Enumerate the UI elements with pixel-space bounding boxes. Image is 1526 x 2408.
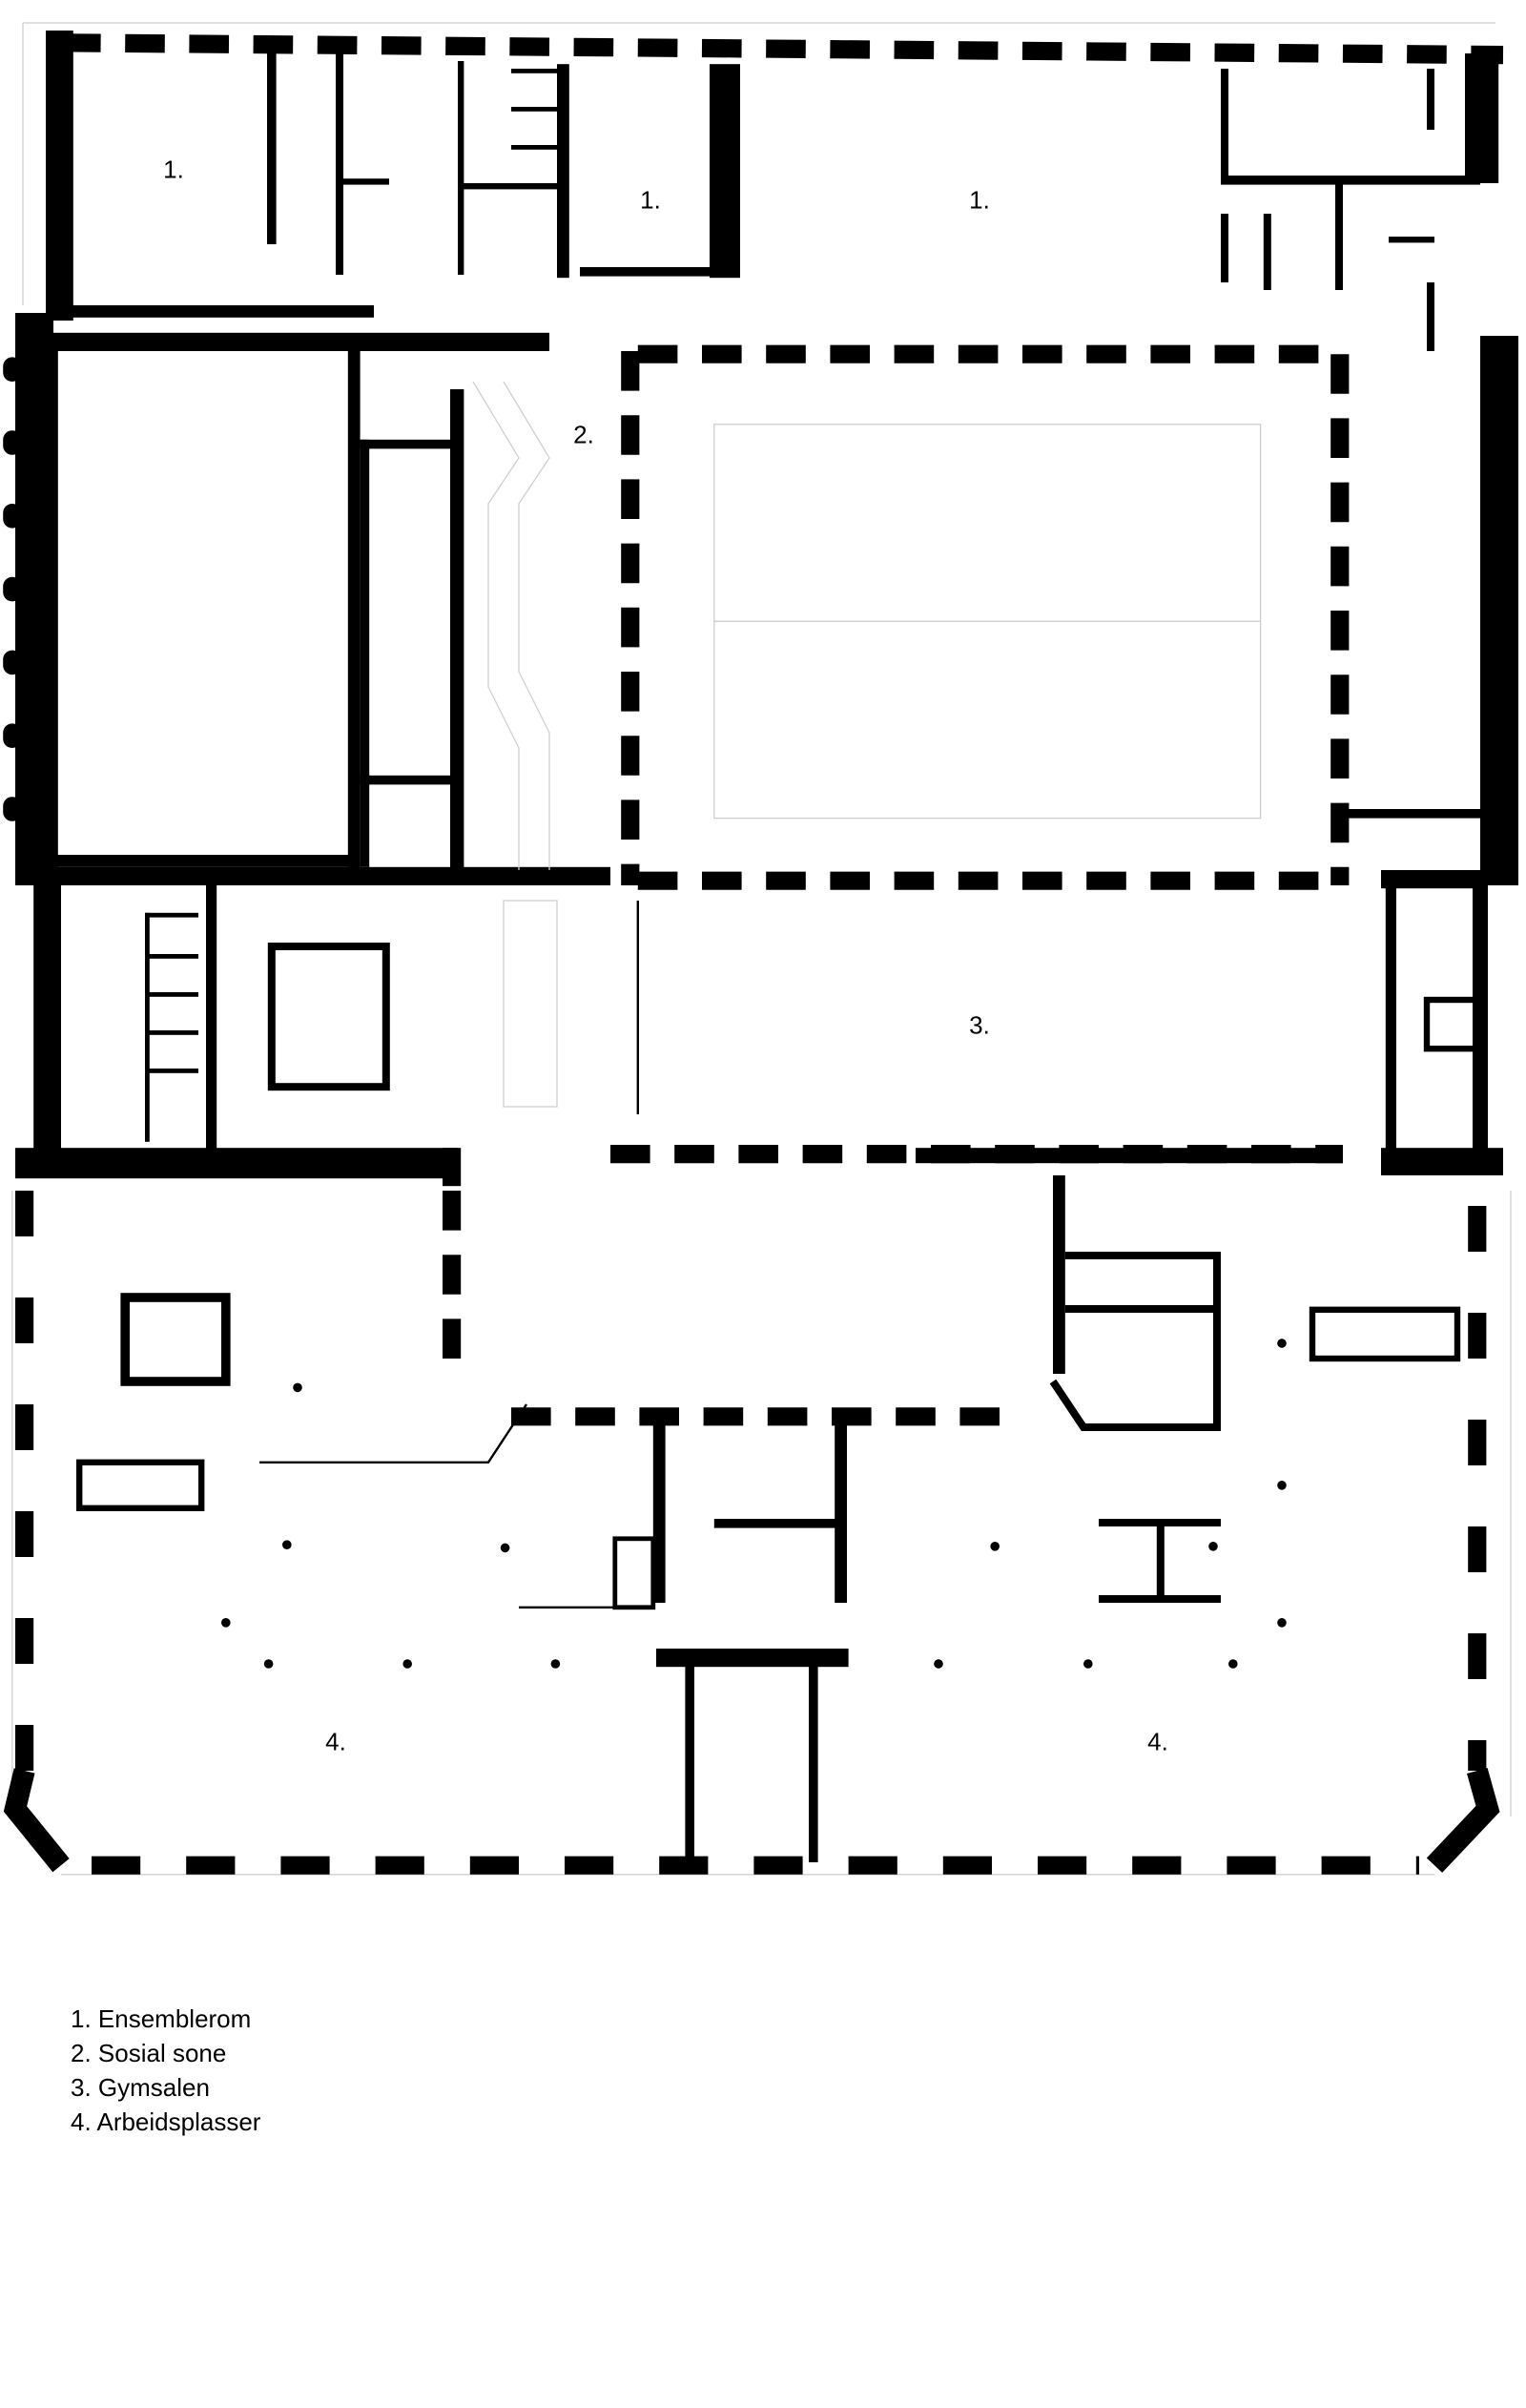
room-label-arbeidsplasser-1: 4.	[325, 1727, 346, 1756]
room-label-ensemblerom-1: 1.	[163, 155, 184, 184]
room-label-arbeidsplasser-2: 4.	[1147, 1727, 1168, 1756]
legend-item: 3. Gymsalen	[71, 2073, 210, 2102]
legend-item: 4. Arbeidsplasser	[71, 2107, 261, 2136]
top-band-walls	[46, 31, 1504, 351]
middle-left-walls	[3, 313, 639, 1157]
legend: 1. Ensemblerom 2. Sosial sone 3. Gymsale…	[71, 2002, 260, 2139]
lower-divider	[15, 1145, 1503, 1187]
room-label-ensemblerom-3: 1.	[969, 185, 990, 215]
room-label-ensemblerom-2: 1.	[640, 185, 661, 215]
room-label-sosial-sone: 2.	[573, 420, 594, 449]
lower-building	[3, 1175, 1500, 1875]
legend-item: 2. Sosial sone	[71, 2039, 227, 2067]
gym-hall	[621, 336, 1518, 1175]
legend-item: 1. Ensemblerom	[71, 2004, 252, 2033]
room-label-gymsalen: 3.	[969, 1010, 990, 1040]
